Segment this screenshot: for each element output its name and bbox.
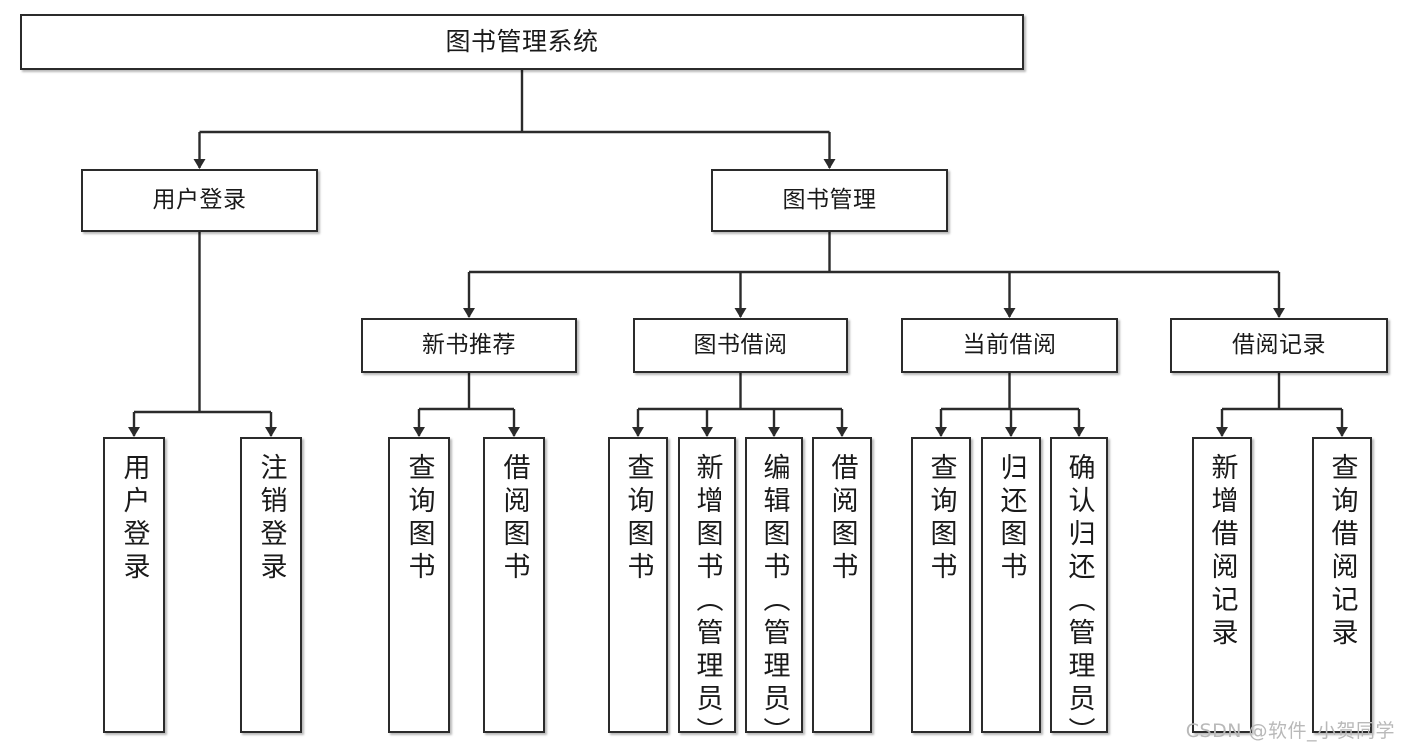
node-label: 图书管理 (782, 187, 877, 214)
node-label: 查询图书 (925, 453, 957, 585)
node-label: 用户登录 (118, 453, 150, 585)
node-l-query3[interactable]: 查询图书 (911, 437, 971, 733)
node-label: 查询借阅记录 (1326, 453, 1358, 651)
node-label: 借阅记录 (1232, 332, 1326, 359)
node-l-login[interactable]: 用户登录 (103, 437, 165, 733)
node-l-borrow1[interactable]: 借阅图书 (483, 437, 545, 733)
node-label: 注销登录 (255, 453, 287, 585)
node-l-query2[interactable]: 查询图书 (608, 437, 668, 733)
node-records[interactable]: 借阅记录 (1170, 318, 1388, 373)
node-label: 当前借阅 (962, 332, 1057, 359)
node-label: 新增图书（管理员） (691, 453, 723, 733)
node-l-return[interactable]: 归还图书 (981, 437, 1041, 733)
node-label: 归还图书 (995, 453, 1027, 585)
node-newbook[interactable]: 新书推荐 (361, 318, 577, 373)
node-login[interactable]: 用户登录 (81, 169, 318, 232)
node-l-query1[interactable]: 查询图书 (388, 437, 450, 733)
node-l-confirm[interactable]: 确认归还（管理员） (1050, 437, 1108, 733)
node-l-addrec[interactable]: 新增借阅记录 (1192, 437, 1252, 733)
node-root[interactable]: 图书管理系统 (20, 14, 1024, 70)
node-l-edit[interactable]: 编辑图书（管理员） (745, 437, 803, 733)
node-label: 查询图书 (403, 453, 435, 585)
node-label: 图书管理系统 (445, 26, 599, 56)
node-label: 用户登录 (152, 187, 247, 214)
node-current[interactable]: 当前借阅 (901, 318, 1118, 373)
node-label: 确认归还（管理员） (1063, 453, 1095, 733)
node-label: 新书推荐 (422, 332, 516, 359)
watermark: CSDN @软件_小贺同学 (1185, 720, 1395, 742)
node-label: 查询图书 (622, 453, 654, 585)
node-l-add[interactable]: 新增图书（管理员） (678, 437, 736, 733)
node-label: 借阅图书 (826, 453, 858, 585)
node-label: 编辑图书（管理员） (758, 453, 790, 733)
node-borrow[interactable]: 图书借阅 (633, 318, 848, 373)
node-l-logout[interactable]: 注销登录 (240, 437, 302, 733)
node-label: 图书借阅 (693, 332, 788, 359)
node-bookmgmt[interactable]: 图书管理 (711, 169, 948, 232)
node-l-queryrec[interactable]: 查询借阅记录 (1312, 437, 1372, 733)
node-label: 借阅图书 (498, 453, 530, 585)
node-l-borrow2[interactable]: 借阅图书 (812, 437, 872, 733)
node-label: 新增借阅记录 (1206, 453, 1238, 651)
